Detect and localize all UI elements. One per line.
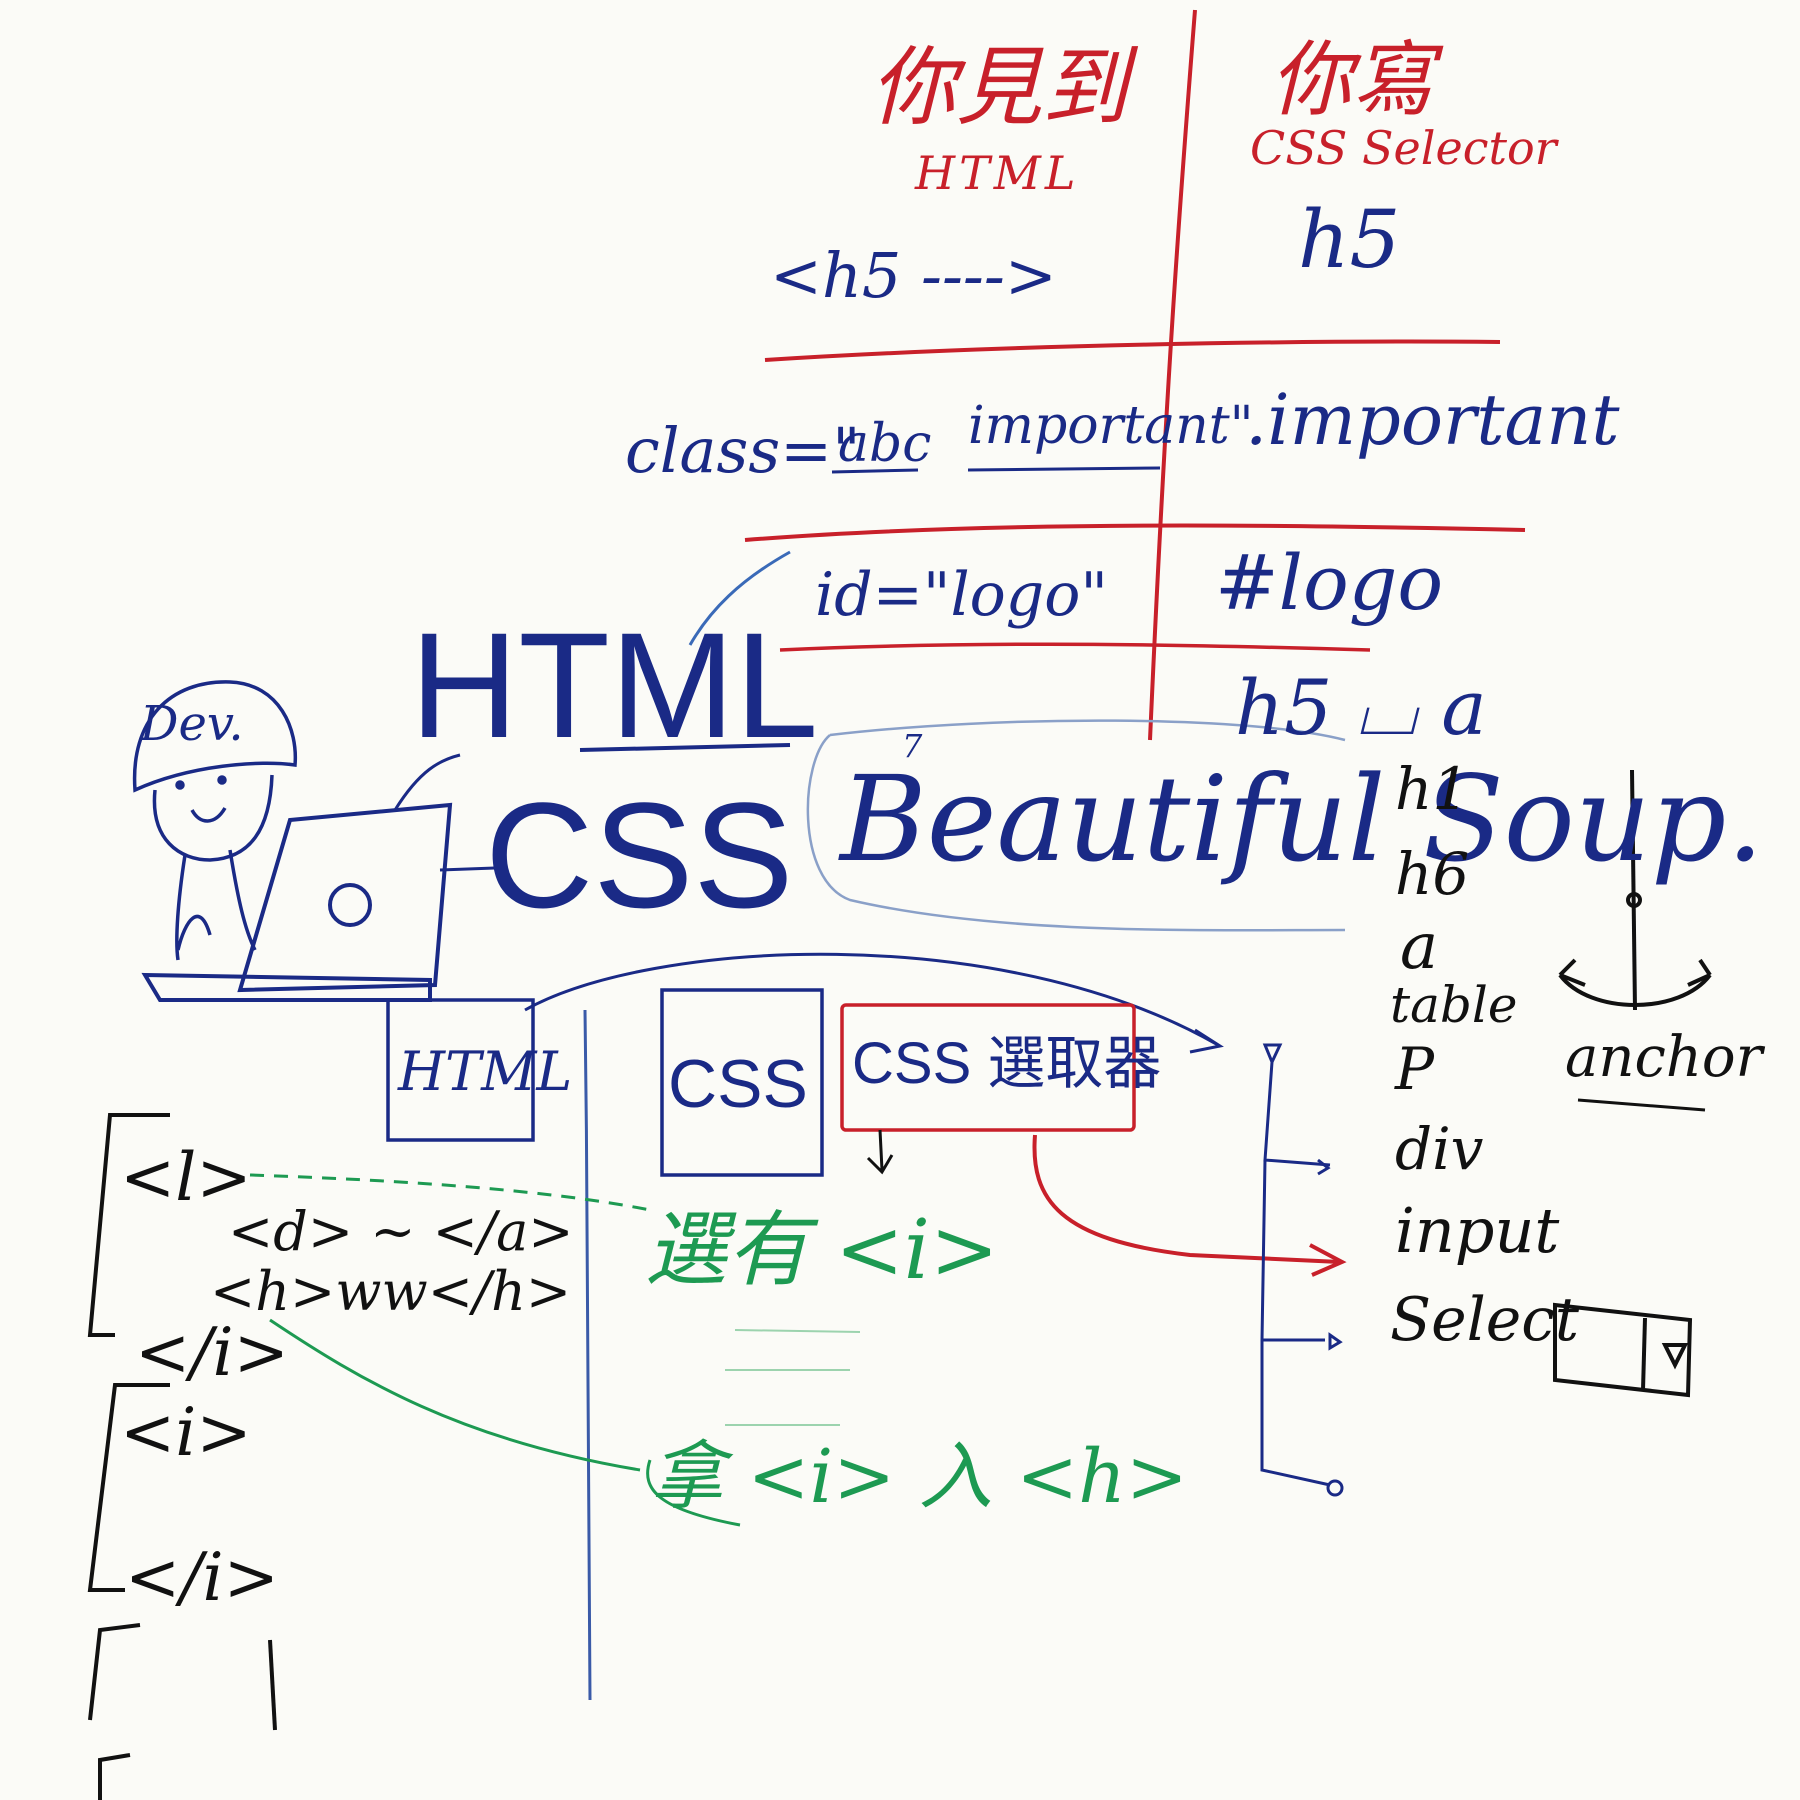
code-line-5: <i>: [120, 1394, 252, 1471]
row1-html: <h5 ---->: [770, 239, 1057, 312]
laptop-to-css-line: [439, 866, 496, 872]
bubble-sup: 7: [902, 727, 923, 765]
down-arrow: [866, 1129, 894, 1175]
html-css-brace: [393, 753, 461, 811]
code-line-6: </i>: [125, 1539, 279, 1616]
tag-table: table: [1390, 976, 1518, 1034]
green-connector-3: [646, 1459, 741, 1527]
anchor-underline: [1577, 1098, 1706, 1112]
tag-div: div: [1395, 1115, 1484, 1183]
row4-selector: h5 ⌴ a: [1235, 663, 1487, 752]
table-row-line-3: [779, 642, 1371, 652]
developer-figure: [132, 680, 298, 961]
table-row-line-1: [764, 339, 1501, 362]
class-underline-1: [831, 468, 919, 474]
css-box-outline: [660, 988, 824, 1177]
tag-h1: h1: [1395, 755, 1470, 823]
html-title: HTML: [410, 601, 819, 769]
dev-cap-label: Dev.: [140, 696, 244, 752]
tag-p: P: [1395, 1035, 1435, 1103]
tag-select: Select: [1390, 1285, 1580, 1355]
code-line-1: <l>: [120, 1139, 252, 1216]
header-left-zh: 你見到: [870, 38, 1128, 138]
row1-selector: h5: [1298, 193, 1401, 286]
code-brackets: [87, 1113, 277, 1800]
selector-to-input-arrow: [1032, 1134, 1341, 1264]
code-line-3: <h>ww</h>: [210, 1260, 572, 1323]
row2-html-prefix: class=": [625, 414, 861, 487]
green-dashed-connector-1: [249, 1173, 651, 1212]
beautifulsoup-label: Beautiful Soup.: [840, 750, 1764, 888]
header-right-zh: 你寫: [1270, 33, 1434, 128]
id-to-html-arrow: [688, 550, 791, 646]
center-divider: [583, 1009, 592, 1701]
html-title-underline: [579, 743, 791, 752]
tag-a: a: [1400, 910, 1439, 984]
table-vertical-divider: [1148, 9, 1197, 741]
html-box-label: HTML: [398, 1040, 573, 1103]
row3-selector: #logo: [1215, 538, 1444, 627]
code-line-4: </i>: [135, 1314, 289, 1391]
header-right-en: CSS Selector: [1250, 121, 1557, 175]
tag-h6: h6: [1395, 840, 1470, 908]
class-underline-2: [967, 466, 1161, 472]
row2-html-class1: abc: [838, 414, 932, 474]
tag-tree: [1260, 1043, 1344, 1497]
css-box-label: CSS: [668, 1046, 808, 1122]
row2-html-class2: important": [968, 396, 1254, 456]
green-line-1: 選有 <i>: [645, 1203, 999, 1298]
tag-input: input: [1395, 1194, 1560, 1267]
anchor-drawing: [1558, 769, 1712, 1011]
row2-selector: .important: [1245, 379, 1620, 461]
code-line-2: <d> ~ </a>: [228, 1200, 574, 1263]
beautifulsoup-bubble: [806, 719, 1346, 932]
soup-to-tree-arrow: [524, 952, 1219, 1047]
select-dropdown-sketch: [1553, 1302, 1693, 1398]
header-left-en: HTML: [915, 146, 1080, 200]
html-box-outline: [386, 998, 535, 1142]
green-faint-line-1: [734, 1329, 861, 1333]
row3-html: id="logo": [815, 560, 1108, 630]
selector-box-outline: [840, 1003, 1136, 1132]
selector-box-label: CSS 選取器: [852, 1031, 1162, 1096]
css-title: CSS: [485, 771, 794, 939]
table-row-line-2: [744, 523, 1526, 542]
green-line-2: 拿 <i> 入 <h>: [650, 1434, 1188, 1520]
anchor-label: anchor: [1565, 1025, 1763, 1090]
laptop-drawing: [141, 802, 453, 1002]
green-connector-2: [269, 1318, 641, 1472]
